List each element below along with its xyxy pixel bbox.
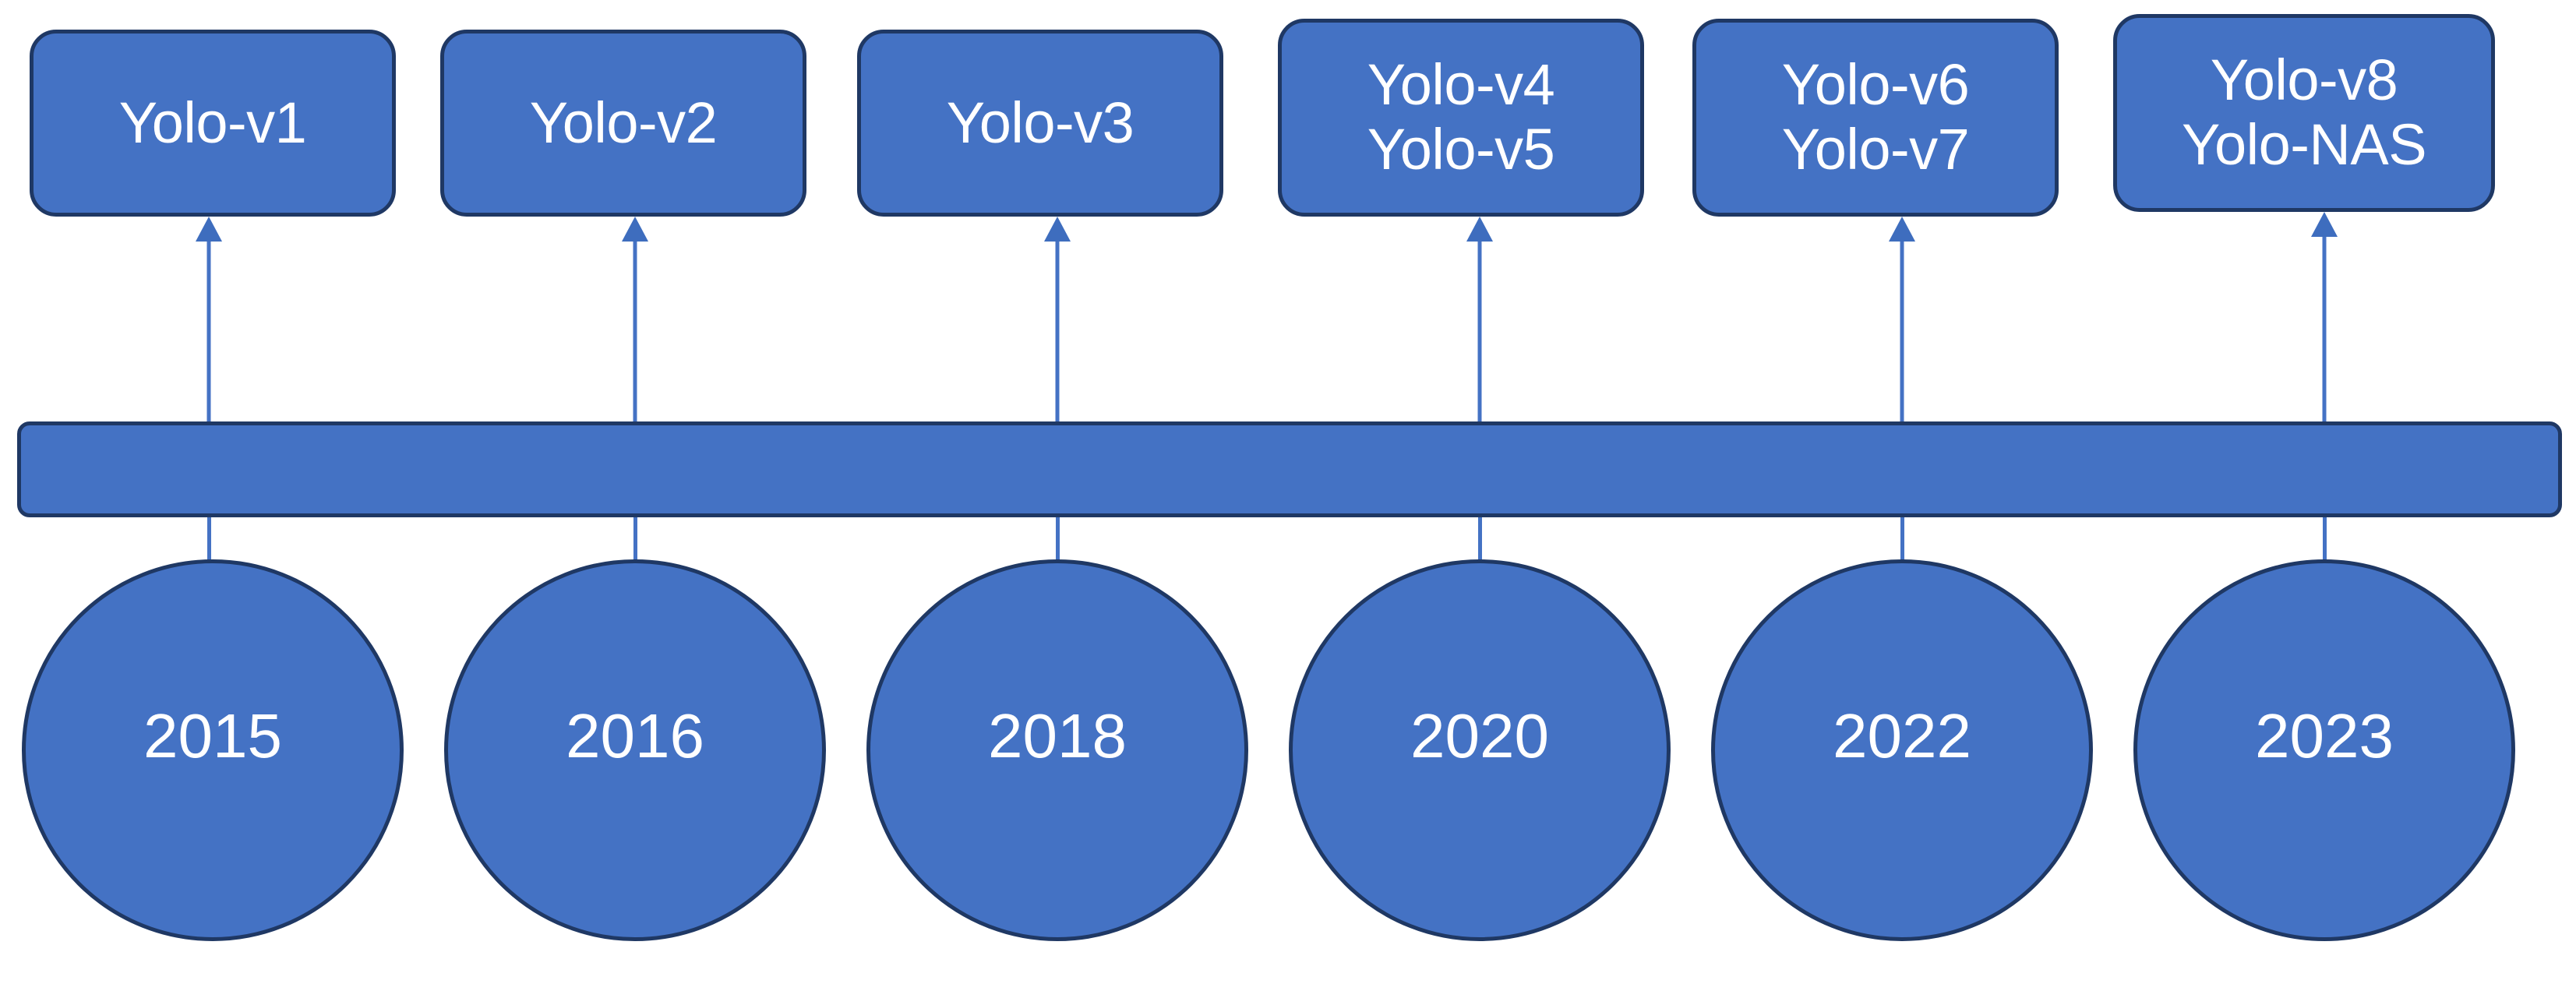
- drop-line-2018: [1056, 513, 1060, 566]
- up-arrow-2016: [619, 217, 651, 426]
- version-label: Yolo-v2: [529, 90, 718, 155]
- up-arrow-2023: [2309, 212, 2340, 426]
- arrow-stem: [633, 240, 637, 426]
- year-label: 2023: [2255, 701, 2394, 771]
- drop-line-2022: [1900, 513, 1904, 566]
- drop-line-2016: [633, 513, 637, 566]
- up-arrow-2018: [1042, 217, 1073, 426]
- up-arrow-2022: [1886, 217, 1918, 426]
- year-circle-2020[interactable]: 2020: [1289, 559, 1671, 941]
- version-label: Yolo-v4: [1367, 52, 1555, 118]
- year-circle-2016[interactable]: 2016: [444, 559, 826, 941]
- year-circle-2015[interactable]: 2015: [22, 559, 404, 941]
- version-label: Yolo-v7: [1781, 117, 1970, 182]
- arrowhead-icon: [622, 217, 648, 242]
- arrow-stem: [1477, 240, 1482, 426]
- drop-line-2020: [1478, 513, 1482, 566]
- version-box-2018[interactable]: Yolo-v3: [857, 30, 1223, 217]
- version-label: Yolo-v1: [118, 90, 307, 155]
- version-label: Yolo-v5: [1367, 117, 1555, 182]
- year-label: 2022: [1833, 701, 1971, 771]
- arrowhead-icon: [1466, 217, 1493, 242]
- year-label: 2015: [143, 701, 282, 771]
- arrowhead-icon: [1044, 217, 1071, 242]
- year-label: 2018: [988, 701, 1127, 771]
- year-label: 2020: [1410, 701, 1549, 771]
- year-label: 2016: [566, 701, 704, 771]
- year-circle-2023[interactable]: 2023: [2133, 559, 2515, 941]
- arrow-stem: [2322, 235, 2327, 426]
- year-circle-2022[interactable]: 2022: [1711, 559, 2093, 941]
- version-label: Yolo-NAS: [2181, 112, 2427, 177]
- drop-line-2023: [2323, 513, 2327, 566]
- arrow-stem: [1900, 240, 1904, 426]
- timeline-spine-bar: [17, 421, 2562, 517]
- version-box-2016[interactable]: Yolo-v2: [440, 30, 806, 217]
- version-box-2015[interactable]: Yolo-v1: [30, 30, 396, 217]
- version-label: Yolo-v6: [1781, 52, 1970, 118]
- arrowhead-icon: [2311, 212, 2338, 237]
- version-label: Yolo-v8: [2210, 48, 2398, 113]
- year-circle-2018[interactable]: 2018: [866, 559, 1248, 941]
- arrow-stem: [206, 240, 211, 426]
- up-arrow-2015: [193, 217, 224, 426]
- drop-line-2015: [207, 513, 211, 566]
- arrow-stem: [1055, 240, 1060, 426]
- version-label: Yolo-v3: [946, 90, 1134, 155]
- arrowhead-icon: [196, 217, 222, 242]
- up-arrow-2020: [1464, 217, 1495, 426]
- arrowhead-icon: [1889, 217, 1915, 242]
